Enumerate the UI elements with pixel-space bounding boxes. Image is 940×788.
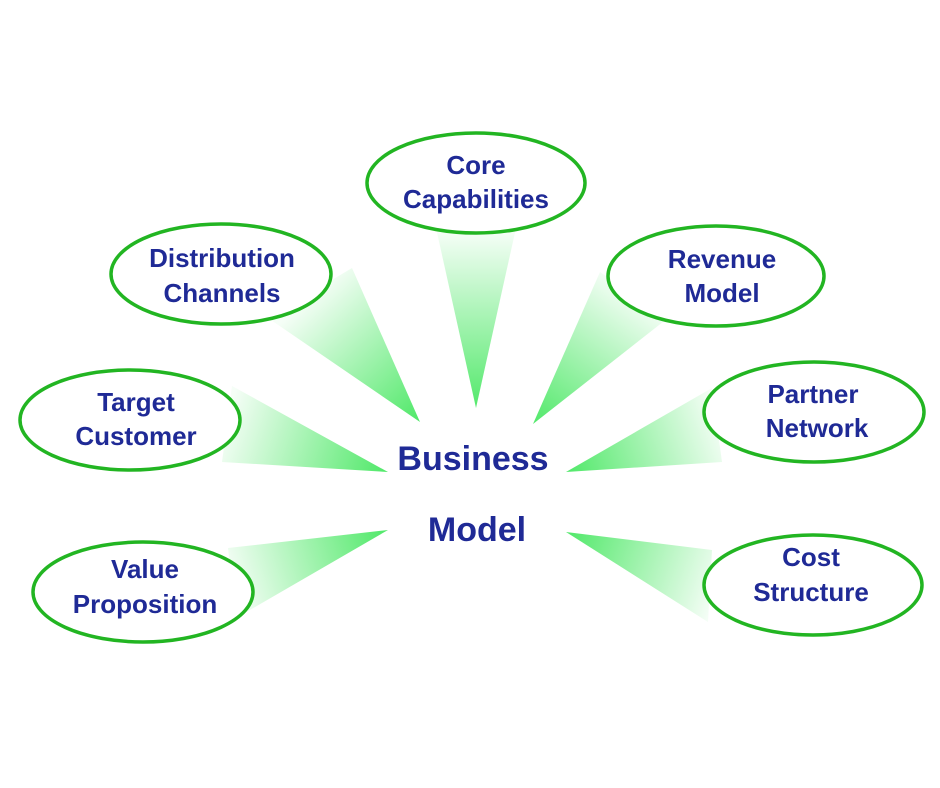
node-label-line2: Proposition <box>73 589 217 619</box>
node-ellipse <box>31 540 255 644</box>
node-label-line2: Model <box>684 278 759 308</box>
node-label-line1: Revenue <box>668 244 776 274</box>
node-label-line1: Core <box>446 150 505 180</box>
node-label-line1: Value <box>111 554 179 584</box>
center-title-line1: Business <box>397 440 548 478</box>
beam-partner-network <box>566 388 722 472</box>
node-distribution-channels: Distribution Channels <box>109 222 333 326</box>
node-ellipse <box>109 222 333 326</box>
node-label-line1: Distribution <box>149 243 295 273</box>
node-ellipse <box>702 533 924 637</box>
node-label-line2: Channels <box>163 278 280 308</box>
node-ellipse <box>702 360 926 464</box>
beam-cost-structure <box>566 532 712 622</box>
node-target-customer: Target Customer <box>18 368 242 472</box>
node-ellipse <box>18 368 242 472</box>
node-label-line1: Partner <box>767 379 858 409</box>
node-label-line2: Network <box>766 413 869 443</box>
node-partner-network: Partner Network <box>702 360 926 464</box>
node-label-line1: Cost <box>782 542 840 572</box>
node-label-line2: Customer <box>75 421 196 451</box>
node-ellipse <box>365 131 587 235</box>
center-title-line2: Model <box>428 511 526 549</box>
node-cost-structure: Cost Structure <box>702 533 924 637</box>
node-label-line2: Capabilities <box>403 184 549 214</box>
node-ellipse <box>606 224 826 328</box>
node-label-line1: Target <box>97 387 175 417</box>
node-value-proposition: Value Proposition <box>31 540 255 644</box>
beam-core-capabilities <box>436 228 516 408</box>
node-label-line2: Structure <box>753 577 869 607</box>
beam-target-customer <box>222 386 388 472</box>
beam-value-proposition <box>228 530 388 618</box>
node-revenue-model: Revenue Model <box>606 224 826 328</box>
node-core-capabilities: Core Capabilities <box>365 131 587 235</box>
